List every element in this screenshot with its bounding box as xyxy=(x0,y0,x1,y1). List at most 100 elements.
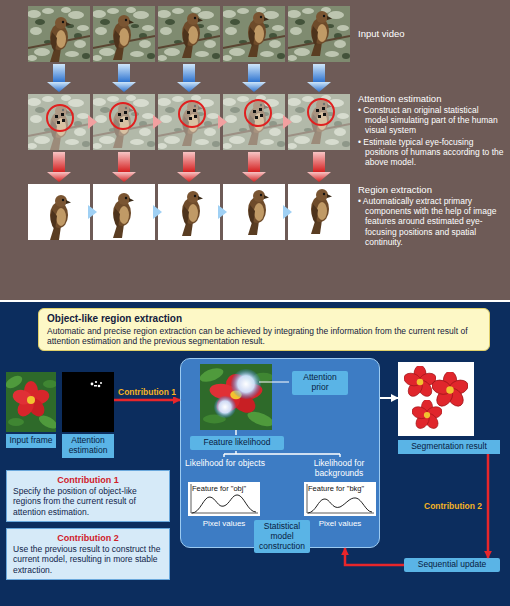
fixation-dot xyxy=(194,115,197,118)
top-band xyxy=(0,0,510,300)
likelihood-plot xyxy=(307,484,374,513)
attention-map-image xyxy=(91,383,94,386)
input-video-frames xyxy=(92,6,155,62)
attention-prior-image xyxy=(231,369,261,399)
attention-map-image xyxy=(100,382,102,384)
down-arrows-red xyxy=(242,172,266,182)
attention-map-image xyxy=(95,381,97,383)
attention-frames xyxy=(27,94,90,150)
fixation-dot xyxy=(323,113,326,116)
sequence-arrow xyxy=(88,205,292,219)
fixation-dot xyxy=(57,121,60,124)
likelihood-plot xyxy=(192,495,256,513)
down-arrows-red xyxy=(177,172,201,182)
fixation-dot xyxy=(187,111,190,114)
flow-line xyxy=(224,430,340,457)
fixation-dot xyxy=(55,115,58,118)
attention-frames xyxy=(92,94,155,150)
down-arrows-blue xyxy=(307,82,331,92)
fixation-dot xyxy=(120,119,123,122)
sequence-arrow xyxy=(88,115,97,129)
attention-frames xyxy=(28,94,350,150)
node-text: Sequential update xyxy=(407,560,497,570)
panel-label: Pixel values xyxy=(313,519,367,529)
down-arrows-blue xyxy=(242,82,266,92)
attention-circle xyxy=(245,100,271,126)
edge-label: Contribution 1 xyxy=(117,387,177,397)
attention-map-image xyxy=(94,385,97,387)
node-text: Attention prior xyxy=(295,373,345,393)
input-video-frames xyxy=(50,17,71,62)
extracted-region-frames xyxy=(311,189,332,234)
process-box: Sequential update xyxy=(404,558,500,572)
edge-label: Contribution 2 xyxy=(423,501,483,511)
fixation-dot xyxy=(253,110,256,113)
sequence-arrow xyxy=(153,115,162,129)
summary-box: Object-like region extractionAutomatic a… xyxy=(38,308,490,351)
panel-label: Likelihood for backgrounds xyxy=(299,459,379,479)
fixation-dot xyxy=(318,115,321,118)
input-video-frames xyxy=(311,11,332,56)
segmentation-image xyxy=(402,365,437,399)
extracted-region-frames xyxy=(28,184,350,240)
annotation-text: • Construct an original statistical mode… xyxy=(358,105,504,136)
node-text: Attention estimation xyxy=(62,434,114,458)
fixation-dot xyxy=(322,107,325,110)
panel-label: Pixel values xyxy=(197,519,251,529)
input-video-frames xyxy=(287,6,350,62)
extracted-region-frames xyxy=(93,184,155,240)
attention-frames xyxy=(158,94,220,150)
connector-arrow xyxy=(345,548,404,565)
extracted-region-frames xyxy=(248,190,269,235)
extracted-region-frames xyxy=(113,193,134,238)
segmentation-image xyxy=(398,362,474,436)
down-arrows-blue xyxy=(112,82,136,92)
attention-frames xyxy=(223,94,285,150)
process-box: Feature likelihood xyxy=(190,436,284,450)
extracted-region-frames xyxy=(288,184,350,240)
down-arrows-blue xyxy=(183,64,195,82)
fixation-dot xyxy=(125,117,128,120)
attention-circle xyxy=(110,103,136,129)
attention-map-image xyxy=(62,372,114,432)
node-text: Segmentation result xyxy=(398,440,500,454)
down-arrows-blue xyxy=(313,64,325,82)
node-text: Object-like region extraction xyxy=(47,313,481,326)
node-text: Statistical model construction xyxy=(257,522,307,551)
input-video-frames xyxy=(27,6,90,62)
fixation-dot xyxy=(189,117,192,120)
input-video-frames xyxy=(27,6,350,62)
extracted-region-frames xyxy=(28,184,90,240)
node-text: Automatic and precise region extraction … xyxy=(47,326,481,347)
attention-map-image xyxy=(91,381,102,387)
node-text: Contribution 1 xyxy=(13,475,163,486)
input-video-frames xyxy=(182,13,203,58)
likelihood-plot xyxy=(304,482,376,516)
extracted-region-frames xyxy=(158,184,220,240)
down-arrows-red xyxy=(118,152,130,172)
down-arrows-red xyxy=(183,152,195,172)
fixation-dot xyxy=(193,109,196,112)
annotation-text: Attention estimation xyxy=(358,93,504,104)
input-video-frames xyxy=(248,12,269,57)
attention-circle xyxy=(47,99,334,131)
down-arrows-blue xyxy=(53,64,65,82)
node-text: Use the previous result to construct the… xyxy=(13,544,163,575)
attention-map-image xyxy=(98,385,101,388)
fixation-dot xyxy=(316,109,319,112)
sequence-arrow xyxy=(283,205,292,219)
fixation-dot xyxy=(260,114,263,117)
likelihood-plot xyxy=(191,484,258,513)
panel-label: Feature for "bkg" xyxy=(306,484,376,493)
attention-prior-image xyxy=(214,396,236,418)
down-arrows-red xyxy=(47,172,71,182)
down-arrows-blue xyxy=(47,82,71,92)
fixation-dot xyxy=(259,108,262,111)
down-arrows-blue xyxy=(248,64,260,82)
annotation-text: Region extraction xyxy=(358,184,504,195)
fixation-dot xyxy=(61,113,64,116)
likelihood-plot xyxy=(308,498,372,513)
extracted-region-frames xyxy=(28,184,350,240)
sequence-arrow xyxy=(153,205,162,219)
